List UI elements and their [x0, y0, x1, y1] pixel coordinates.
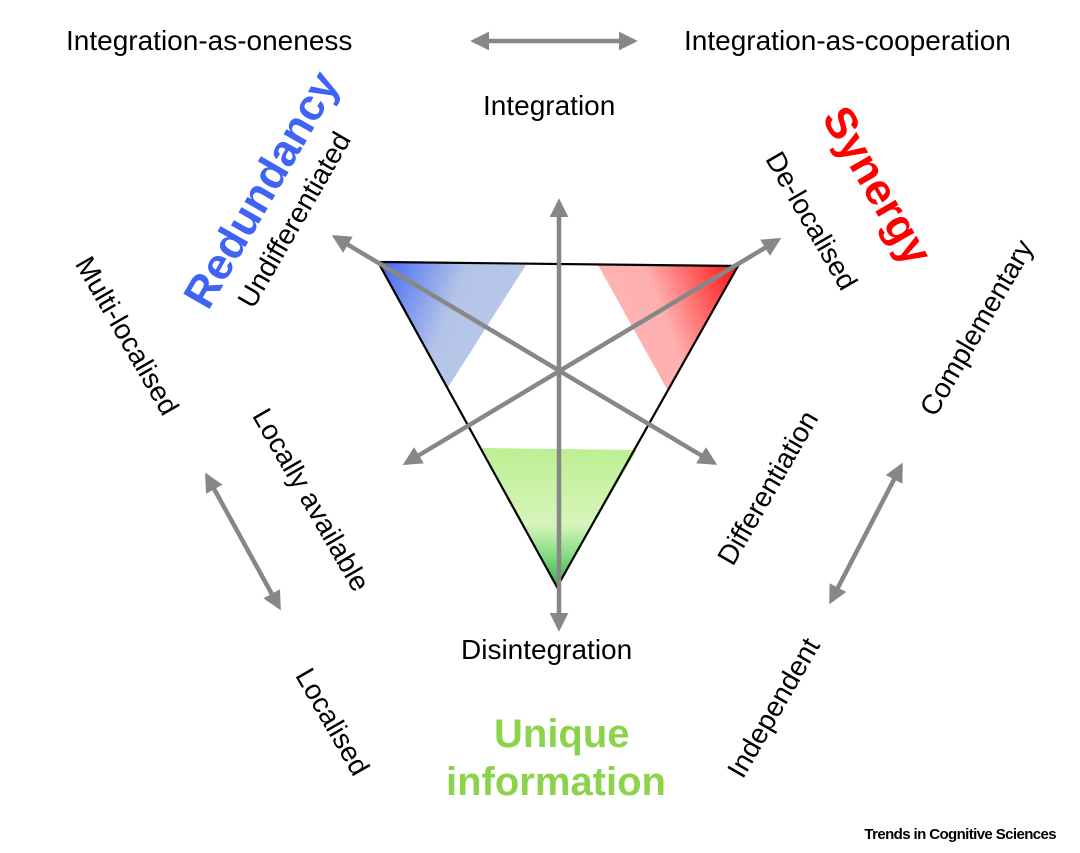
unique-information-title-line2: information	[446, 760, 666, 804]
integration-as-oneness-label: Integration-as-oneness	[66, 25, 353, 56]
unique-information-title-line1: Unique	[494, 712, 630, 756]
integration-label: Integration	[483, 90, 616, 121]
double-arrow-left-icon	[205, 472, 281, 611]
redundancy-region	[378, 262, 526, 389]
delocalised-locally-available-arrow	[402, 238, 782, 465]
integration-as-cooperation-label: Integration-as-cooperation	[684, 25, 1011, 56]
journal-credit: Trends in Cognitive Sciences	[864, 826, 1056, 843]
disintegration-label: Disintegration	[461, 634, 633, 665]
double-arrow-right-icon	[829, 462, 903, 605]
synergy-region	[598, 265, 738, 391]
